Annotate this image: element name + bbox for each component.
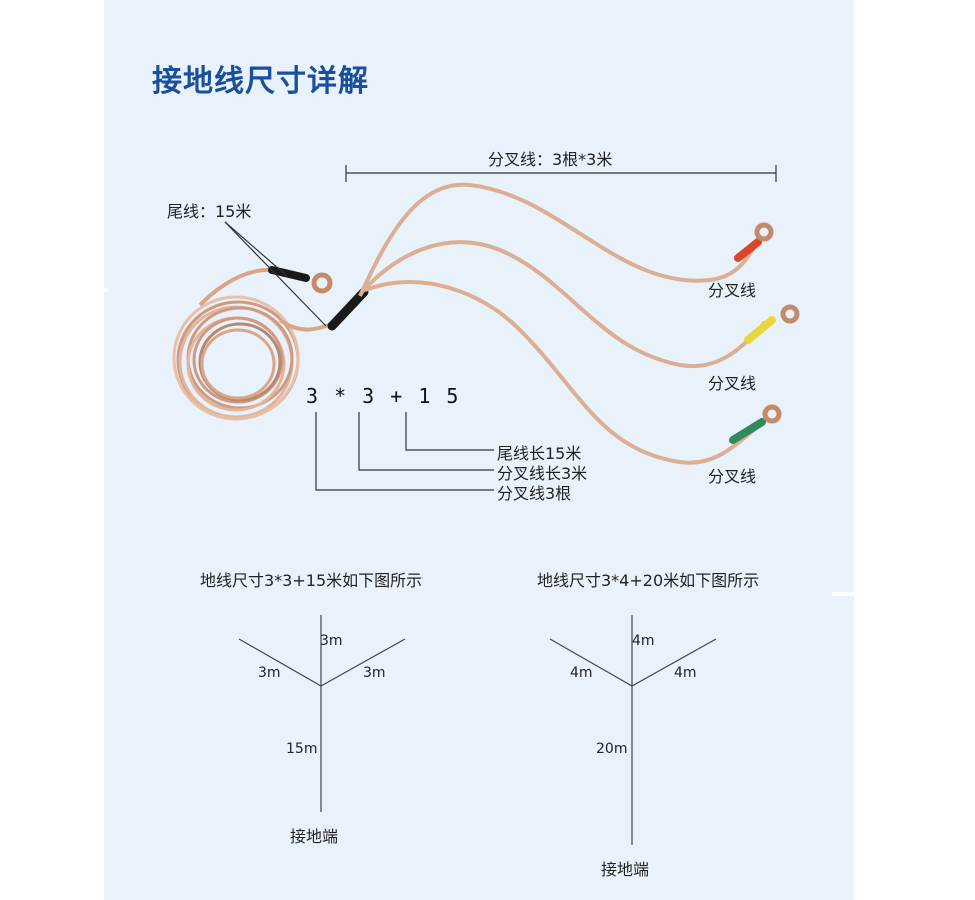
edge-mark [98, 288, 108, 292]
diagram-1-right-label: 3m [363, 665, 386, 681]
diagram-1-stem-label: 15m [286, 741, 318, 757]
tail-wire [198, 266, 333, 307]
diagram-1-base-label: 接地端 [290, 827, 339, 846]
diagram-2-stem-label: 20m [596, 741, 628, 757]
branch-wires [358, 182, 767, 465]
legend-tail-length: 尾线长15米 [497, 444, 582, 463]
branch-dimension-label: 分叉线：3根*3米 [488, 150, 613, 169]
diagram-1-caption: 地线尺寸3*3+15米如下图所示 [200, 571, 423, 590]
diagram-2-right-label: 4m [674, 665, 697, 681]
y-diagram-1 [238, 615, 406, 812]
wire-coil [172, 295, 300, 421]
diagram-2-top-label: 4m [632, 633, 655, 649]
sleeve-green [729, 418, 766, 444]
branch-label-yellow: 分叉线 [708, 374, 757, 393]
size-formula: 3 * 3 + 1 5 [306, 384, 461, 408]
branch-dimension-line [345, 165, 777, 182]
legend-branch-length: 分叉线长3米 [497, 464, 588, 483]
edge-mark [832, 592, 854, 596]
branch-label-red: 分叉线 [708, 281, 757, 300]
lugs [754, 222, 800, 424]
tail-dimension-label: 尾线：15米 [167, 202, 252, 221]
junction-sleeve [327, 287, 369, 331]
y-diagram-2 [549, 615, 717, 845]
page-title: 接地线尺寸详解 [152, 64, 369, 99]
diagram-2-caption: 地线尺寸3*4+20米如下图所示 [537, 571, 760, 590]
tail-pointers [224, 221, 327, 327]
sleeve-red [734, 238, 762, 262]
diagram-1-left-label: 3m [258, 665, 281, 681]
diagram-1-top-label: 3m [320, 633, 343, 649]
sleeve-yellow [744, 316, 776, 344]
formula-brackets [315, 412, 494, 491]
diagram-2-left-label: 4m [570, 665, 593, 681]
branch-label-green: 分叉线 [708, 467, 757, 486]
diagram-2-base-label: 接地端 [601, 860, 650, 879]
legend-branch-count: 分叉线3根 [497, 484, 572, 503]
